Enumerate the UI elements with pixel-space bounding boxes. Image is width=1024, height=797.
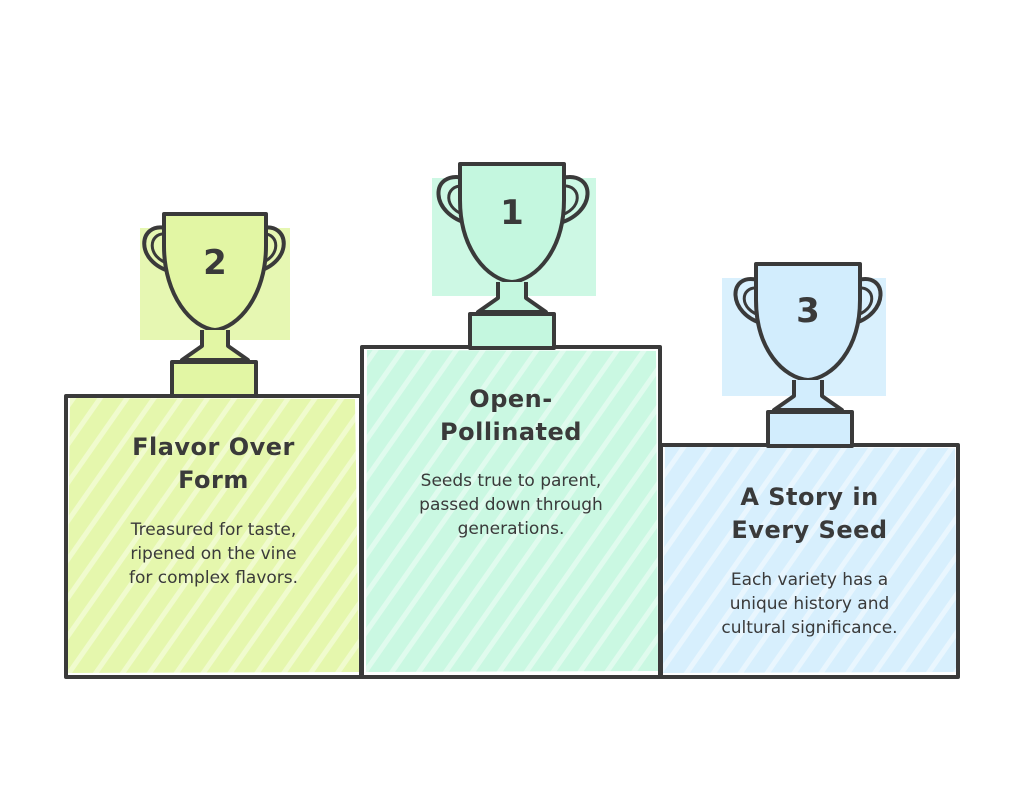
podium-block-third xyxy=(659,443,960,679)
podium-third-description: Each variety has a unique history and cu… xyxy=(661,568,958,640)
podium-second-desc-line: ripened on the vine xyxy=(130,544,297,564)
podium-third-desc-line: cultural significance. xyxy=(721,618,898,638)
podium-first-desc-line: Seeds true to parent, xyxy=(420,471,602,491)
podium-second-desc-line: Treasured for taste, xyxy=(130,520,297,540)
trophy-second-icon xyxy=(140,212,290,398)
podium-second-title-line: Flavor Over xyxy=(132,433,295,461)
podium-second-description: Treasured for taste, ripened on the vine… xyxy=(66,518,361,590)
podium-second-desc-line: for complex flavors. xyxy=(128,568,299,588)
podium-first-desc-line: passed down through xyxy=(419,495,603,515)
podium-third-desc-line: Each variety has a xyxy=(730,570,889,590)
podium-third-title-line: Every Seed xyxy=(731,516,888,544)
trophy-third-icon xyxy=(722,262,886,448)
podium-first-title-line: Pollinated xyxy=(440,418,582,446)
podium-third-desc-line: unique history and xyxy=(729,594,890,614)
trophy-first-rank: 1 xyxy=(500,193,524,233)
trophy-third-rank: 3 xyxy=(796,291,820,331)
podium-second-title: Flavor Over Form xyxy=(66,431,361,497)
podium-first-desc-line: generations. xyxy=(457,519,565,539)
podium-first-title-line: Open- xyxy=(469,385,553,413)
podium-first-title: Open- Pollinated xyxy=(362,383,660,449)
trophy-first-icon xyxy=(432,162,596,350)
trophy-second-rank: 2 xyxy=(203,243,227,283)
podium-second-title-line: Form xyxy=(178,466,249,494)
podium-third-title-line: A Story in xyxy=(740,483,879,511)
podium-third-title: A Story in Every Seed xyxy=(661,481,958,547)
podium-first-description: Seeds true to parent, passed down throug… xyxy=(362,469,660,541)
